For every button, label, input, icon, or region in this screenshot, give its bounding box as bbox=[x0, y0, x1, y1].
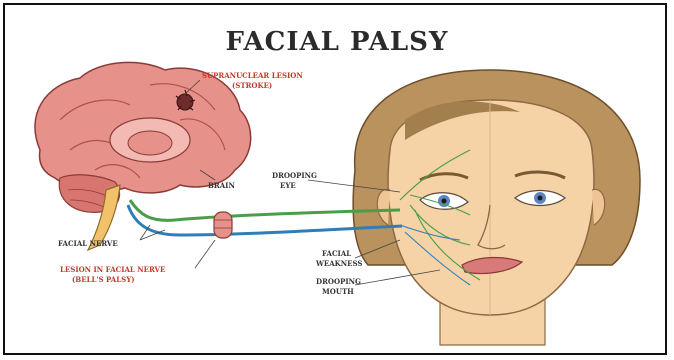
label-stroke: (STROKE) bbox=[232, 81, 272, 90]
label-facial-nerve: FACIAL NERVE bbox=[58, 239, 118, 248]
label-drooping-eye-2: EYE bbox=[280, 181, 296, 190]
label-supranuclear-lesion: SUPRANUCLEAR LESION bbox=[202, 71, 303, 80]
label-bells-palsy: (BELL'S PALSY) bbox=[72, 275, 135, 284]
face-illustration bbox=[353, 70, 640, 345]
label-drooping-mouth-1: DROOPING bbox=[316, 277, 361, 286]
label-facial-weakness-1: FACIAL bbox=[322, 249, 351, 258]
label-facial-weakness-2: WEAKNESS bbox=[315, 259, 362, 268]
bells-palsy-lesion-marker bbox=[214, 212, 232, 238]
label-brain: BRAIN bbox=[208, 181, 235, 190]
face-shape bbox=[388, 100, 594, 315]
label-drooping-eye-1: DROOPING bbox=[272, 171, 317, 180]
label-lesion-facial-nerve: LESION IN FACIAL NERVE bbox=[60, 265, 165, 274]
label-drooping-mouth-2: MOUTH bbox=[322, 287, 354, 296]
